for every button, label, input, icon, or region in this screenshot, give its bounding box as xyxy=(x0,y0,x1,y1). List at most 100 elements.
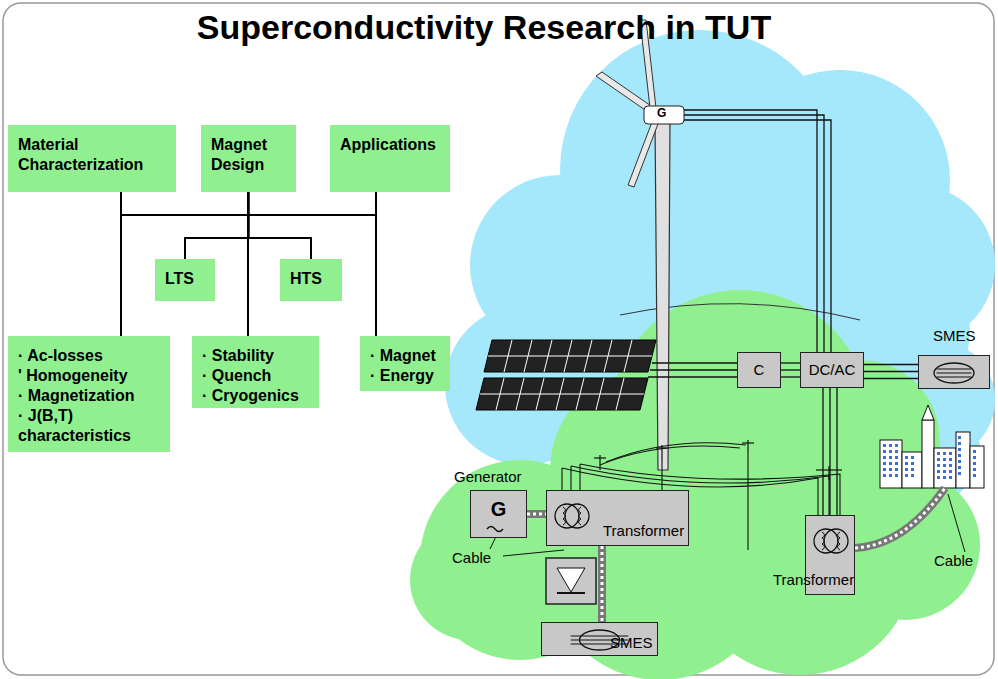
window xyxy=(883,462,886,465)
window xyxy=(949,470,952,473)
window xyxy=(943,452,946,455)
window xyxy=(973,474,976,477)
solar-wires xyxy=(648,363,737,377)
inverter-box: DC/AC xyxy=(800,352,864,388)
connector-line xyxy=(781,376,800,377)
node-text: · Cryogenics xyxy=(202,386,311,406)
node-label: SMES xyxy=(610,633,653,653)
node-text: · Quench xyxy=(202,366,311,386)
connector xyxy=(121,192,122,336)
connector-line xyxy=(375,192,377,336)
turbine-tower xyxy=(655,120,670,470)
transformer-box: Transformer xyxy=(805,515,855,595)
connector xyxy=(781,363,800,377)
window xyxy=(911,456,914,459)
node-text: · Magnet xyxy=(370,346,442,366)
research-box: Magnet Design xyxy=(201,125,296,192)
window xyxy=(889,474,892,477)
window xyxy=(889,444,892,447)
turbine-blade xyxy=(596,72,654,112)
connector-line xyxy=(598,546,606,622)
node-text: G xyxy=(491,499,507,519)
connector-line xyxy=(601,546,604,622)
window xyxy=(958,472,961,475)
connector-line xyxy=(829,388,830,515)
topic-list: · Ac-losses' Homogeneity· Magnetization·… xyxy=(8,336,170,452)
connector-line xyxy=(527,510,546,518)
node-text: · Energy xyxy=(370,366,442,386)
node-text: DC/AC xyxy=(809,360,856,380)
connector xyxy=(602,546,603,622)
connector-line xyxy=(864,371,918,372)
type-box: HTS xyxy=(280,259,342,301)
city-cable xyxy=(855,488,945,548)
connector-line xyxy=(781,369,800,370)
leader-line xyxy=(948,494,965,552)
connector-line xyxy=(836,388,837,515)
node-text: · Ac-losses xyxy=(18,346,162,366)
topic-list: · Magnet· Energy xyxy=(360,336,450,391)
type-box: LTS xyxy=(155,259,215,301)
window xyxy=(895,468,898,471)
converter-box: C xyxy=(737,352,781,388)
window xyxy=(937,458,940,461)
connector xyxy=(527,514,546,515)
window xyxy=(895,474,898,477)
window xyxy=(943,458,946,461)
connector-line xyxy=(864,378,918,379)
leader-line xyxy=(503,550,564,556)
connector-line xyxy=(120,192,122,336)
connector xyxy=(185,192,249,259)
smes-box: SMES xyxy=(541,622,658,656)
research-box: Applications xyxy=(330,125,450,192)
connector-line xyxy=(185,192,249,259)
window xyxy=(973,462,976,465)
node-text: Magnet Design xyxy=(211,135,288,175)
connector-line xyxy=(527,513,546,516)
transformer-box: Transformer xyxy=(546,490,689,546)
window xyxy=(958,442,961,445)
solar-panel xyxy=(476,340,656,410)
window xyxy=(895,444,898,447)
window xyxy=(895,462,898,465)
connector-line xyxy=(822,388,823,515)
connector-line xyxy=(781,362,800,363)
node-label: Generator xyxy=(454,467,522,487)
node-text: · Magnetization xyxy=(18,386,162,406)
window xyxy=(911,468,914,471)
window xyxy=(911,462,914,465)
window xyxy=(895,456,898,459)
city-cable-hatch xyxy=(855,488,945,548)
window xyxy=(958,460,961,463)
window xyxy=(949,476,952,479)
connector xyxy=(823,388,837,515)
window xyxy=(973,450,976,453)
node-text: Material Characterization xyxy=(18,135,168,175)
window xyxy=(905,462,908,465)
window xyxy=(905,456,908,459)
node-label: Transformer xyxy=(773,570,854,590)
node-text: · Stability xyxy=(202,346,311,366)
connector xyxy=(864,365,918,379)
window xyxy=(895,450,898,453)
window xyxy=(949,464,952,467)
research-box: Material Characterization xyxy=(8,125,176,192)
node-text: ' Homogeneity xyxy=(18,366,162,386)
connector-line xyxy=(249,192,312,259)
window xyxy=(949,458,952,461)
turbine-wires xyxy=(684,110,831,352)
city-windows xyxy=(883,436,976,479)
connector xyxy=(376,192,377,336)
land-cloud xyxy=(410,290,980,679)
connector-line xyxy=(864,364,918,365)
node-text: · J(B,T) characteristics xyxy=(18,406,162,446)
window xyxy=(973,456,976,459)
pylon xyxy=(594,440,842,480)
node-label: SMES xyxy=(933,326,976,346)
window xyxy=(883,468,886,471)
window xyxy=(889,462,892,465)
node-text: HTS xyxy=(290,269,334,289)
cable-label: Cable xyxy=(452,549,491,567)
window xyxy=(943,464,946,467)
window xyxy=(943,476,946,479)
